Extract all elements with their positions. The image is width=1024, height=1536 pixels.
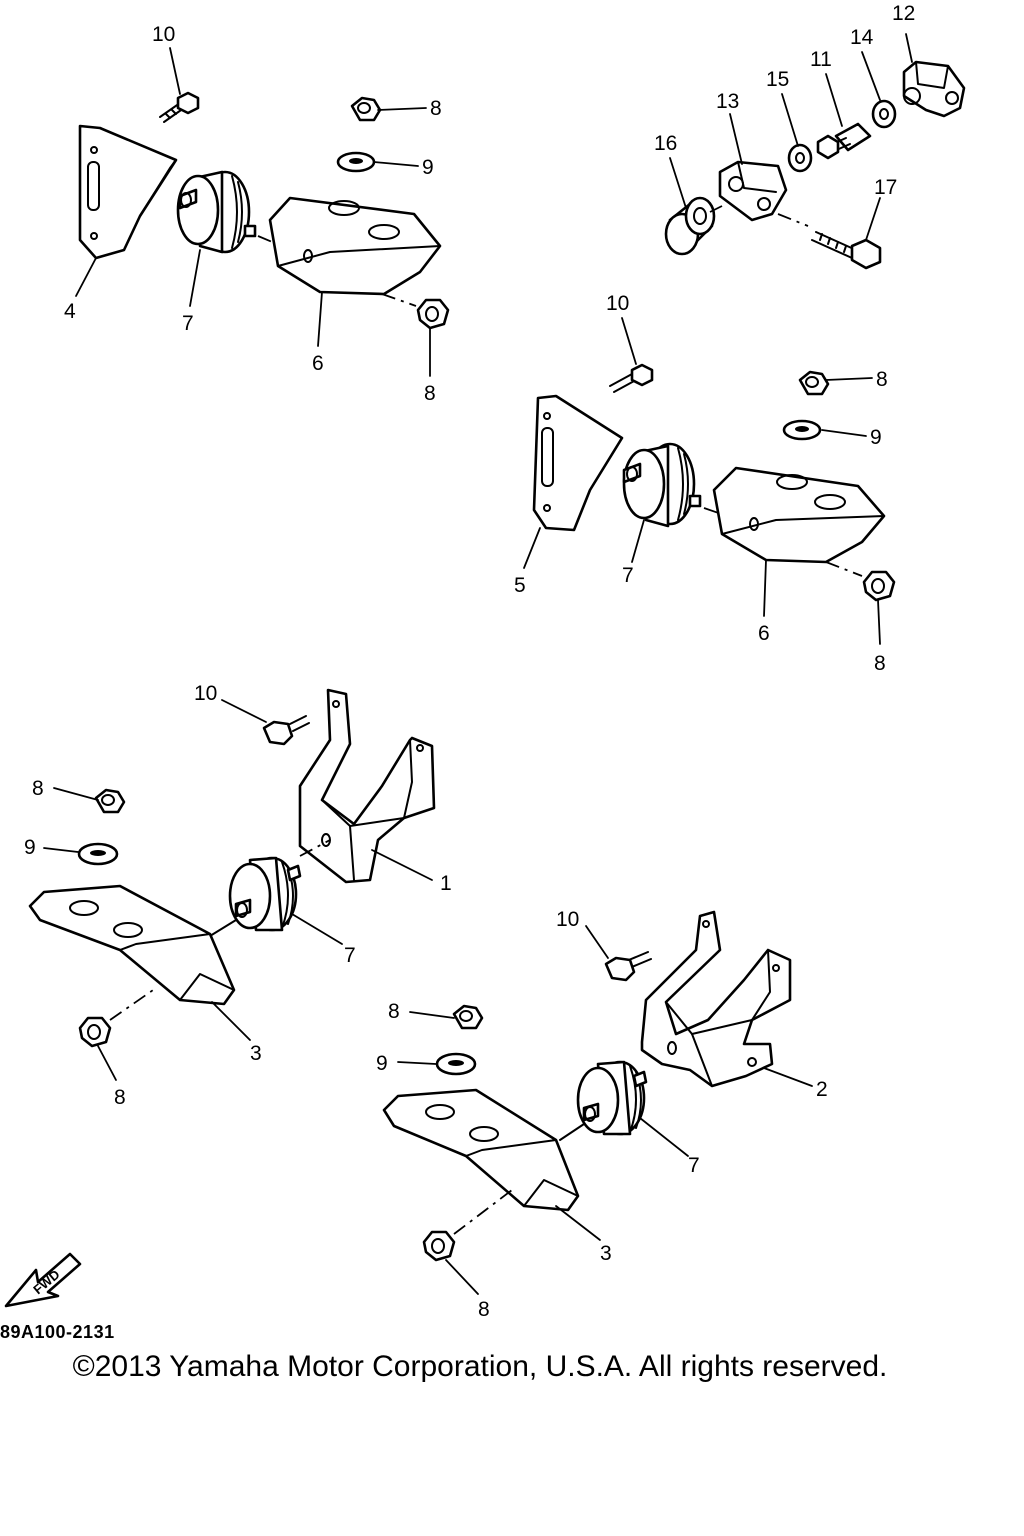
- callout-7: 7: [182, 312, 194, 335]
- mount-group-middle-right: [532, 363, 896, 602]
- bracket-12: [902, 60, 966, 118]
- exploded-parts-diagram: FWD: [4, 2, 966, 1321]
- callout-10: 10: [606, 292, 629, 315]
- nut-8-c: [798, 370, 830, 396]
- callout-1: 1: [440, 872, 452, 895]
- fwd-arrow-icon: FWD: [4, 1252, 82, 1308]
- callout-3: 3: [250, 1042, 262, 1065]
- callout-17: 17: [874, 176, 897, 199]
- rubber-mount-7-d: [576, 1060, 648, 1136]
- centerline-a2: [381, 293, 417, 307]
- callout-9: 9: [376, 1052, 388, 1075]
- callout-8: 8: [876, 368, 888, 391]
- diagram-code: 89A100-2131: [0, 1322, 115, 1342]
- centerline-c1: [703, 507, 757, 527]
- bolt-10-b: [609, 363, 654, 393]
- callout-7: 7: [344, 944, 356, 967]
- callout-13: 13: [716, 90, 739, 113]
- mount-group-lower-right: [382, 910, 792, 1262]
- centerline-d2: [209, 919, 237, 937]
- callout-8: 8: [388, 1000, 400, 1023]
- callout-10: 10: [556, 908, 579, 931]
- nut-15: [787, 143, 813, 173]
- damper-group-upper-right: [664, 60, 966, 270]
- bracket-3-a: [28, 884, 236, 1006]
- rubber-mount-7-c: [228, 856, 302, 932]
- callout-12: 12: [892, 2, 915, 25]
- centerline-d1: [299, 839, 331, 857]
- nut-8-g: [452, 1004, 484, 1030]
- nut-8-b: [416, 298, 450, 330]
- callout-9: 9: [870, 426, 882, 449]
- bracket-5: [532, 394, 624, 532]
- rubber-mount-7-a: [176, 170, 257, 254]
- centerline-b2: [777, 213, 809, 227]
- bracket-4: [78, 124, 178, 260]
- callout-5: 5: [514, 574, 526, 597]
- callout-6: 6: [758, 622, 770, 645]
- callout-9: 9: [24, 836, 36, 859]
- bolt-10-d: [604, 951, 652, 982]
- bracket-6-a: [268, 196, 442, 296]
- centerline-c2: [825, 561, 863, 577]
- bolt-17: [811, 231, 882, 270]
- bracket-1: [298, 688, 436, 884]
- callout-8: 8: [114, 1086, 126, 1109]
- callout-3: 3: [600, 1242, 612, 1265]
- callout-numbers: 10 8 9 4 7 6 8 12 14 11 15 13 16 17 10 8…: [24, 2, 915, 1321]
- callout-8: 8: [478, 1298, 490, 1321]
- mount-group-lower-left: [28, 688, 436, 1048]
- callout-10: 10: [194, 682, 217, 705]
- rubber-mount-7-b: [622, 442, 702, 528]
- leader-lines: [43, 33, 913, 1295]
- diagram-canvas: FWD: [4, 2, 966, 1321]
- callout-8: 8: [874, 652, 886, 675]
- callout-8: 8: [32, 777, 44, 800]
- nut-8-f: [78, 1016, 112, 1048]
- centerline-a1: [257, 235, 311, 259]
- bracket-2: [640, 910, 792, 1088]
- callout-16: 16: [654, 132, 677, 155]
- centerline-e2: [453, 1189, 513, 1235]
- bolt-10-a: [159, 91, 200, 123]
- callout-9: 9: [422, 156, 434, 179]
- nut-8-e: [94, 788, 126, 814]
- nut-8-h: [422, 1230, 456, 1262]
- callout-10: 10: [152, 23, 175, 46]
- callout-6: 6: [312, 352, 324, 375]
- bracket-6-b: [712, 466, 886, 564]
- bracket-13: [718, 160, 788, 222]
- centerline-b1: [709, 205, 723, 213]
- callout-4: 4: [64, 300, 76, 323]
- callout-14: 14: [850, 26, 874, 49]
- centerline-d3: [109, 987, 157, 1021]
- nut-14: [871, 99, 897, 129]
- bolt-10-c: [262, 715, 310, 746]
- callout-15: 15: [766, 68, 789, 91]
- callout-8: 8: [424, 382, 436, 405]
- callout-2: 2: [816, 1078, 828, 1101]
- callout-11: 11: [810, 48, 832, 71]
- mount-group-upper-left: [78, 91, 450, 330]
- nut-8-a: [350, 96, 382, 122]
- callout-7: 7: [688, 1154, 700, 1177]
- bolt-11: [816, 122, 872, 160]
- bushing-16: [664, 196, 716, 256]
- callout-7: 7: [622, 564, 634, 587]
- copyright-notice: ©2013 Yamaha Motor Corporation, U.S.A. A…: [72, 1350, 888, 1383]
- nut-8-d: [862, 570, 896, 602]
- centerline-e1: [559, 1123, 585, 1141]
- callout-8: 8: [430, 97, 442, 120]
- bracket-3-b: [382, 1088, 580, 1212]
